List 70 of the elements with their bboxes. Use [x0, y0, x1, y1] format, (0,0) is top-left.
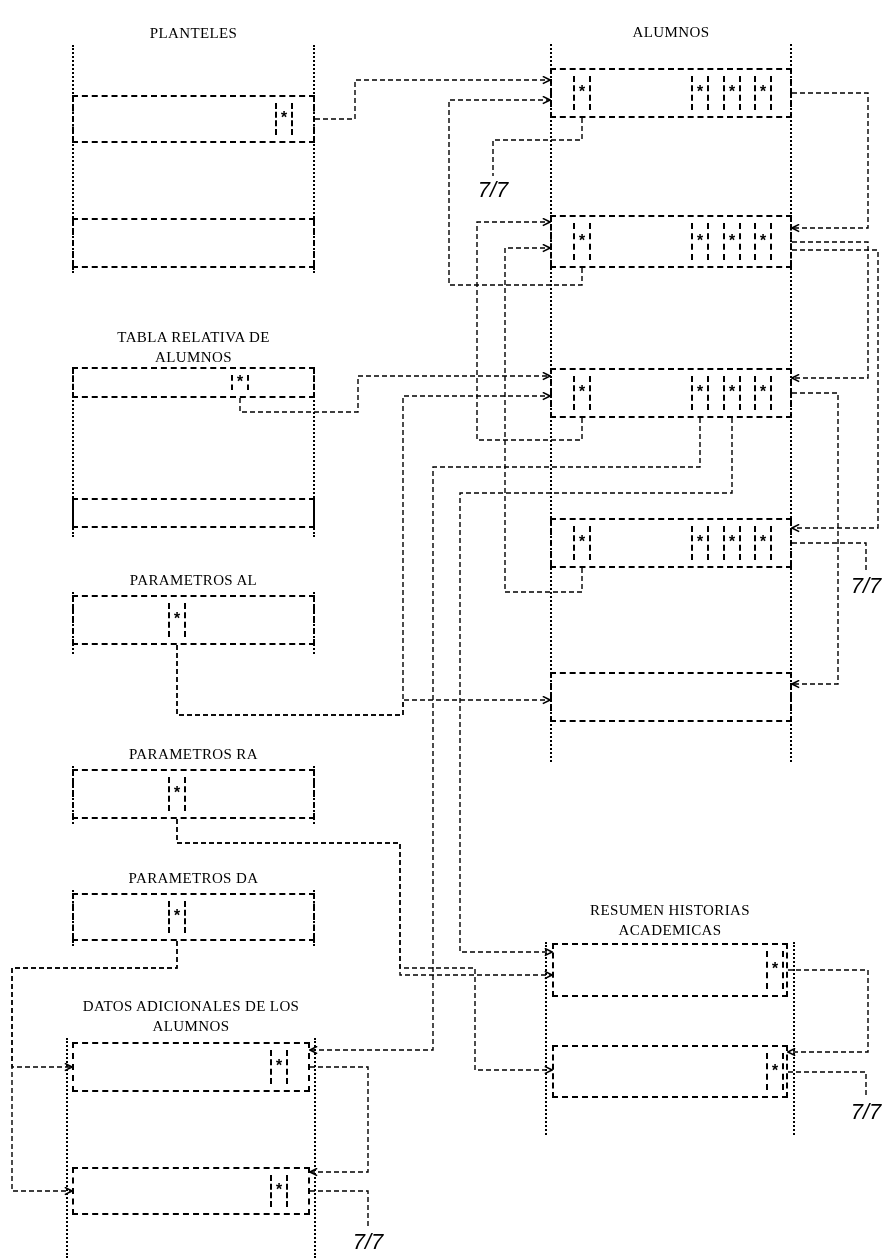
pointer-field: *	[168, 603, 186, 637]
pointer-field: *	[766, 951, 784, 989]
arrow	[791, 241, 869, 383]
connector-line	[791, 542, 867, 573]
null-pointer-mark: 7/7	[850, 575, 882, 597]
arrow	[459, 417, 733, 957]
pointer-field: *	[723, 76, 741, 110]
pointer-field: *	[691, 526, 709, 560]
pointer-field: *	[270, 1175, 288, 1207]
record-row	[550, 518, 792, 568]
record-row	[72, 595, 315, 645]
pointer-field: *	[754, 223, 772, 260]
arrow	[791, 392, 839, 689]
table-title: RESUMEN HISTORIAS ACADEMICAS	[589, 900, 751, 940]
arrow	[309, 1066, 369, 1177]
arrow	[448, 95, 583, 286]
connector-line	[309, 1190, 369, 1229]
null-pointer-mark: 7/7	[352, 1231, 384, 1253]
record-row	[72, 1167, 310, 1215]
record-row	[550, 68, 792, 118]
arrow	[504, 243, 583, 593]
pointer-field: *	[270, 1050, 288, 1084]
record-row	[72, 498, 315, 528]
arrow	[791, 92, 869, 233]
pointer-field: *	[573, 223, 591, 260]
pointer-field: *	[168, 901, 186, 933]
record-row	[550, 368, 792, 418]
pointer-field: *	[723, 223, 741, 260]
arrow	[787, 969, 869, 1057]
pointer-field: *	[691, 376, 709, 410]
null-pointer-mark: 7/7	[850, 1101, 882, 1123]
pointer-field: *	[754, 76, 772, 110]
table-title: PARAMETROS RA	[128, 744, 259, 764]
arrow	[791, 249, 879, 533]
pointer-field: *	[691, 223, 709, 260]
record-row	[552, 1045, 788, 1098]
arrow	[176, 644, 551, 716]
record-row	[552, 943, 788, 997]
pointer-field: *	[766, 1053, 784, 1090]
record-row	[72, 95, 315, 143]
table-title: PLANTELES	[148, 23, 239, 43]
table-title: DATOS ADICIONALES DE LOS ALUMNOS	[81, 996, 301, 1036]
pointer-field: *	[723, 376, 741, 410]
arrow	[11, 940, 178, 1196]
record-row	[72, 367, 315, 398]
arrow	[239, 371, 551, 413]
arrow	[476, 217, 583, 441]
pointer-field: *	[573, 76, 591, 110]
table-title: PARAMETROS AL	[128, 570, 259, 590]
arrow	[309, 417, 701, 1055]
record-row	[550, 672, 792, 722]
arrow	[176, 818, 553, 1075]
table-title: TABLA RELATIVA DE ALUMNOS	[116, 327, 271, 367]
pointer-field: *	[691, 76, 709, 110]
pointer-field: *	[573, 376, 591, 410]
pointer-field: *	[168, 777, 186, 811]
record-row	[72, 218, 315, 268]
pointer-field: *	[754, 376, 772, 410]
pointer-field: *	[231, 375, 249, 390]
record-row	[550, 215, 792, 268]
pointer-field: *	[754, 526, 772, 560]
pointer-field: *	[723, 526, 741, 560]
arrow	[314, 75, 551, 120]
table-title: ALUMNOS	[631, 22, 711, 42]
null-pointer-mark: 7/7	[477, 179, 509, 201]
record-row	[72, 1042, 310, 1092]
table-title: PARAMETROS DA	[127, 868, 260, 888]
pointer-field: *	[573, 526, 591, 560]
pointer-field: *	[275, 103, 293, 135]
connector-line	[492, 117, 583, 177]
